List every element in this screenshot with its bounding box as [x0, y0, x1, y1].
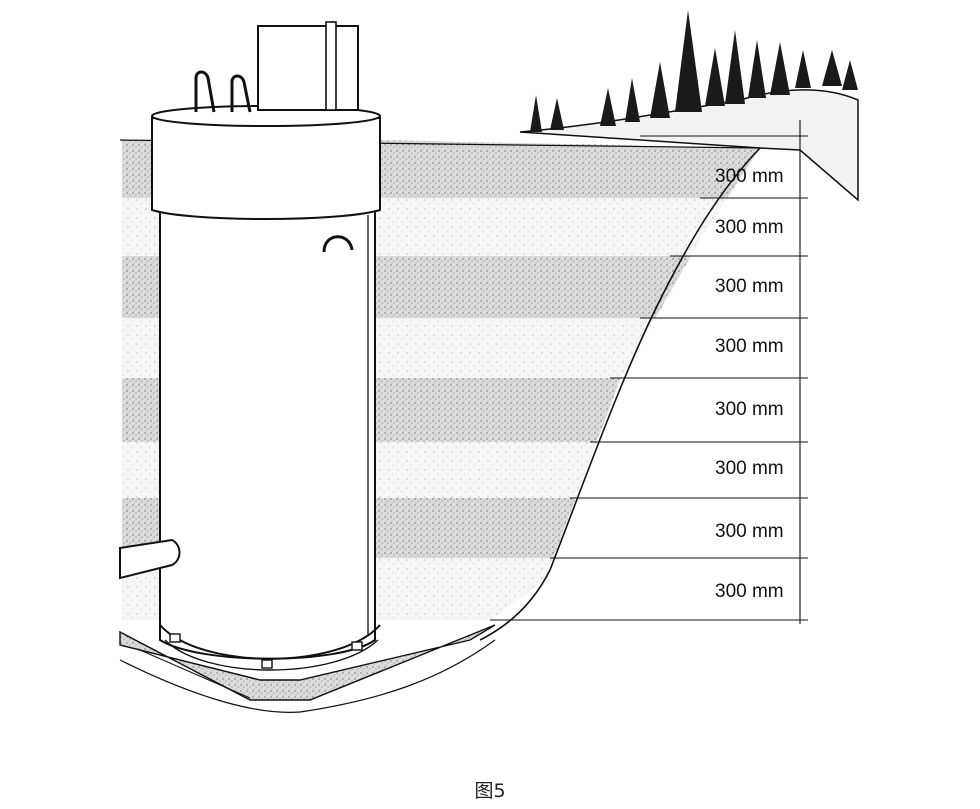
layer-5-label: 300 mm [715, 399, 784, 420]
pump-tank [119, 21, 381, 671]
layer-3-label: 300 mm [715, 276, 784, 297]
layer-6-label: 300 mm [715, 458, 784, 479]
layer-8-label: 300 mm [715, 581, 784, 602]
layer-7-label: 300 mm [715, 521, 784, 542]
layer-4-label: 300 mm [715, 336, 784, 357]
figure-caption: 图5 [474, 780, 506, 802]
dimension-lines [490, 120, 808, 624]
foundation-base [119, 624, 496, 713]
layer-2-label: 300 mm [715, 217, 784, 238]
dimension-labels: 300 mm 300 mm 300 mm 300 mm 300 mm 300 m… [715, 166, 784, 602]
layer-1-label: 300 mm [715, 166, 784, 187]
tree-line [530, 10, 858, 132]
pit-slope-line [479, 147, 761, 641]
